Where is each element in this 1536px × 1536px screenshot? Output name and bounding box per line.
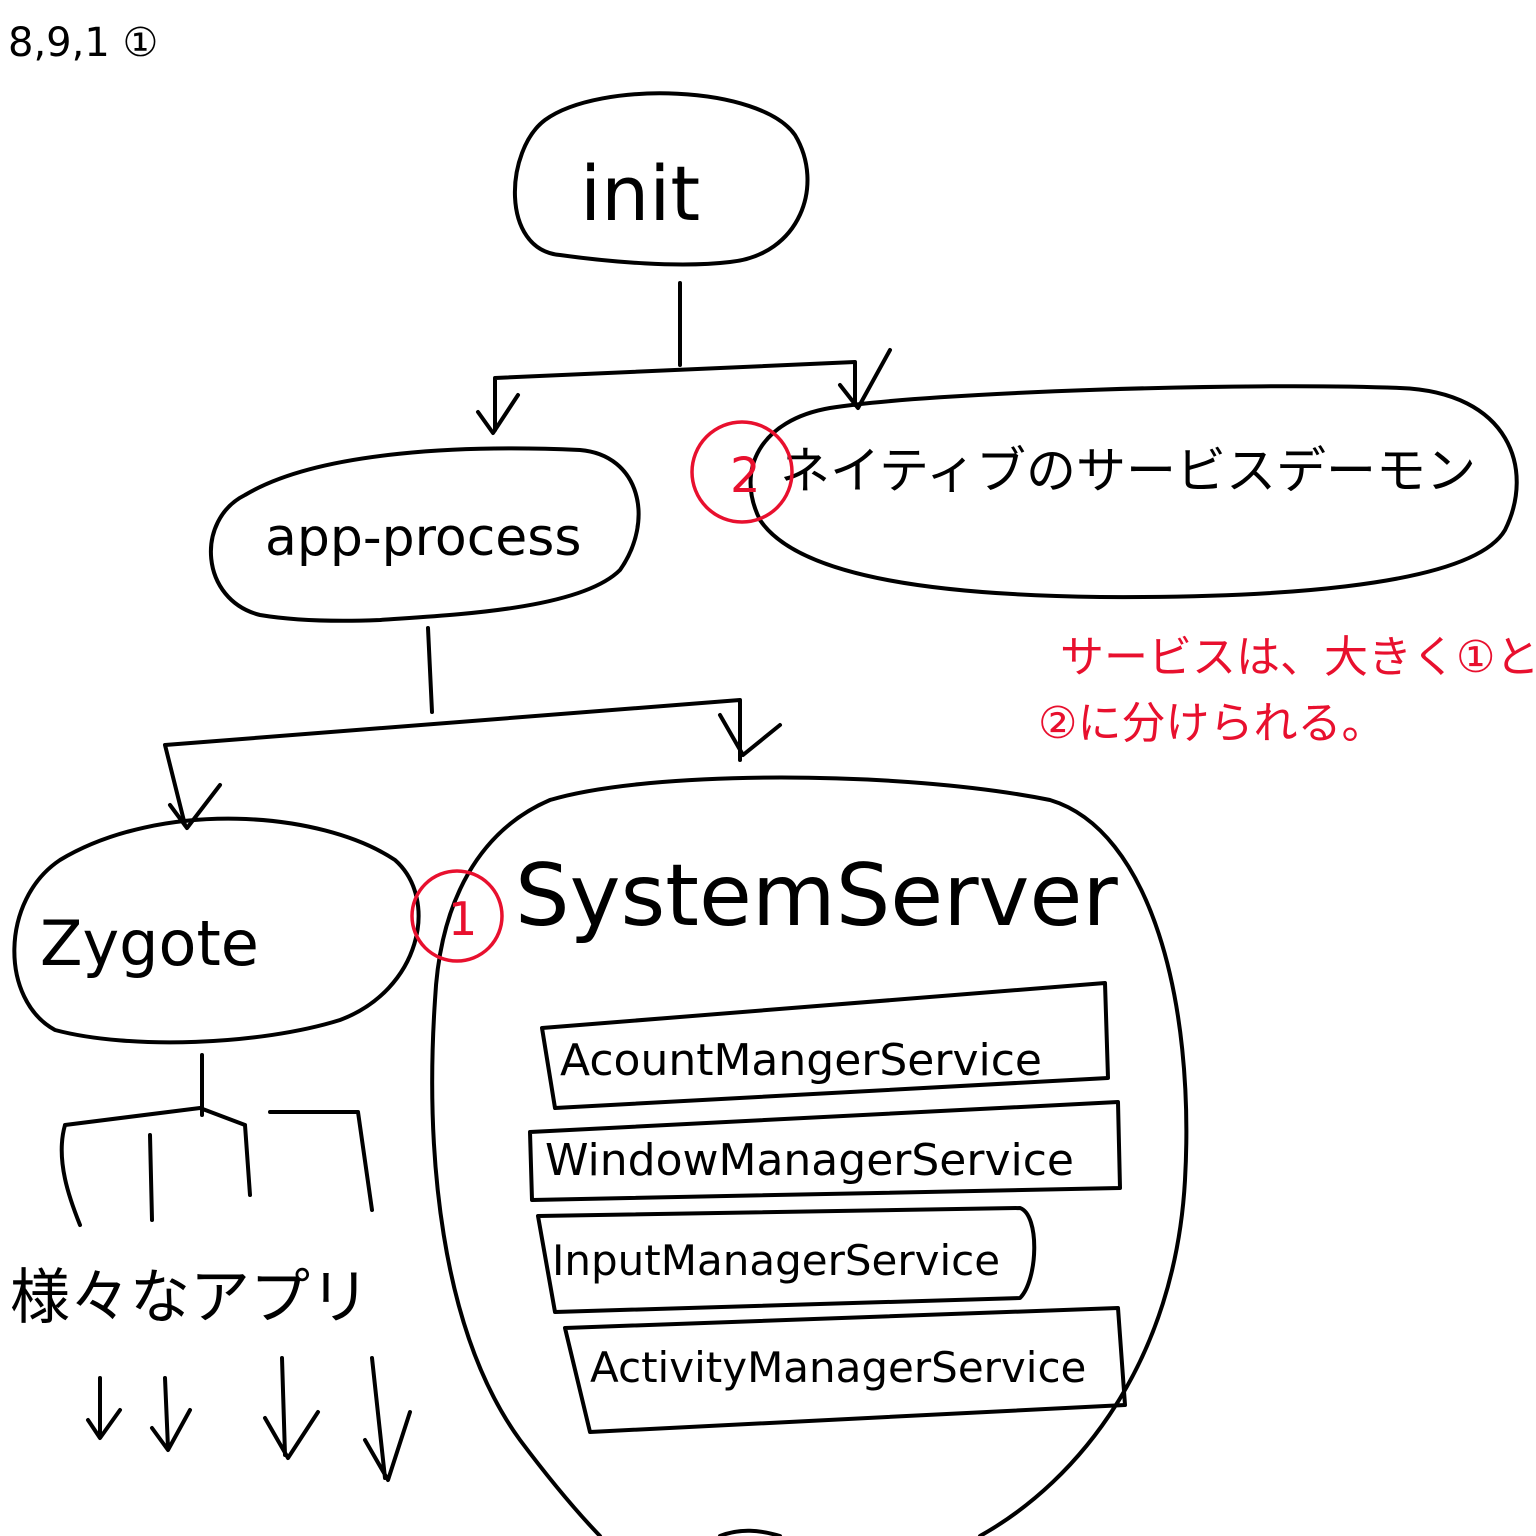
red-note-line2: ②に分けられる。 [1038,698,1385,749]
down-arrow-1 [86,1376,122,1440]
service-activity-label: ActivityManagerService [590,1343,1086,1392]
header-note: 8,9,1 ① [8,20,158,66]
zygote-label: Zygote [40,907,259,980]
service-account-label: AcountMangerService [560,1035,1042,1086]
service-box-account: AcountMangerService [540,981,1110,1110]
app-process-label: app-process [265,508,581,568]
red-note-line1: サービスは、大きく①と [1060,632,1536,683]
arrowhead-to-zygote [168,783,222,830]
service-box-activity-frame [563,1306,1127,1434]
down-arrow-2 [150,1376,192,1452]
service-box-input-frame [536,1206,1037,1314]
init-connector [493,281,857,432]
marker-two: 2 [730,448,761,504]
apps-label: 様々なアプリ [10,1263,370,1333]
init-label: init [580,149,700,238]
arrowhead-to-system-server [718,713,782,757]
zygote-ellipse [12,816,421,1045]
service-box-window: WindowManagerService [528,1100,1122,1202]
service-window-label: WindowManagerService [545,1135,1074,1186]
arrowhead-to-app-process [476,393,520,435]
system-server-label: SystemServer [515,846,1118,946]
service-box-window-frame [528,1100,1122,1202]
init-ellipse [512,91,810,267]
service-box-account-frame [540,981,1110,1110]
service-box-activity: ActivityManagerService [563,1306,1127,1434]
service-box-input: InputManagerService [536,1206,1037,1314]
native-daemon-ellipse [748,384,1519,600]
app-process-ellipse [208,446,641,623]
service-input-label: InputManagerService [552,1236,1000,1285]
marker-one: 1 [448,892,477,946]
zygote-fork [59,1053,374,1227]
app-process-connector [163,626,742,827]
down-arrow-4 [363,1356,412,1482]
down-arrow-3 [263,1356,320,1460]
marker-one-circle [410,869,504,963]
arrowhead-to-native [838,348,892,410]
native-daemon-label: ネイティブのサービスデーモン [780,442,1476,500]
marker-two-circle [690,420,794,524]
